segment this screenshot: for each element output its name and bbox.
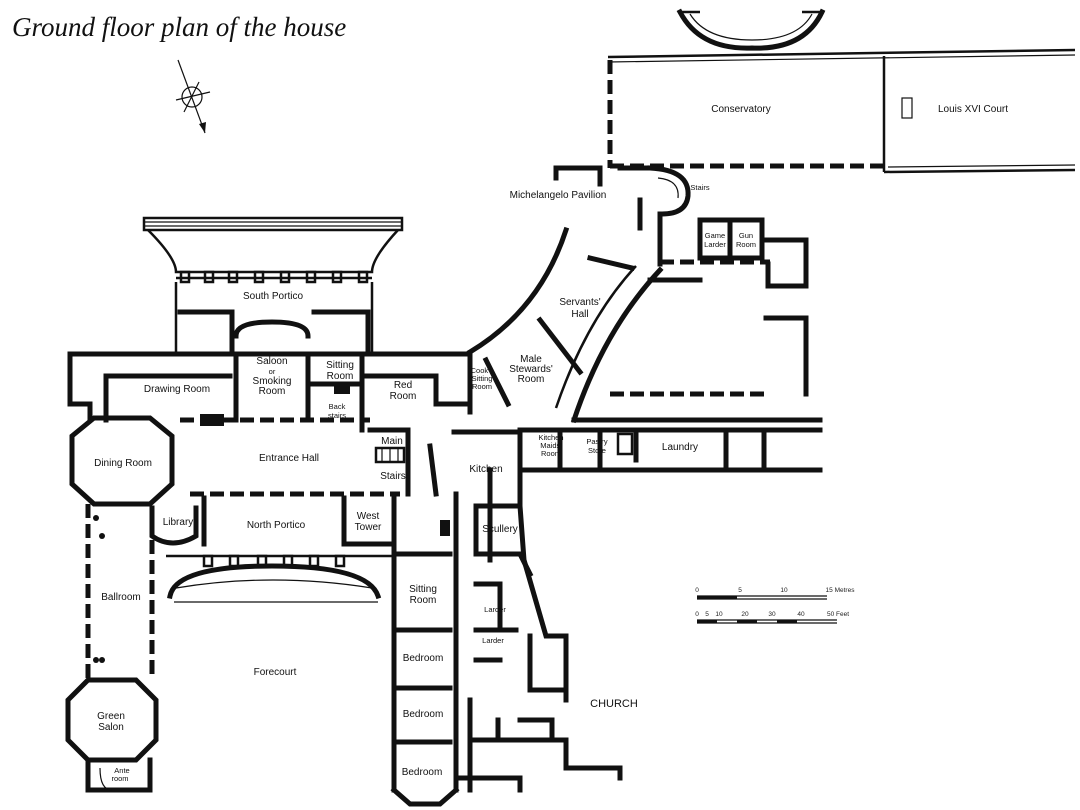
scale-feet-20: 20 (741, 611, 749, 618)
label-main-stairs-2: Stairs (380, 471, 406, 482)
label-cooks-sitting-3: Room (472, 382, 492, 391)
label-male-stewards-3: Room (518, 374, 545, 385)
room-labels: Conservatory Louis XVI Court Stairs Mich… (94, 104, 1008, 783)
label-servants-hall-2: Hall (571, 309, 588, 320)
label-sitting-room-b-1: Sitting (409, 584, 437, 595)
label-sitting-room-a-2: Room (327, 371, 354, 382)
service-church-walls (453, 503, 623, 793)
label-servants-hall-1: Servants' (559, 297, 600, 308)
label-green-salon-1: Green (97, 711, 125, 722)
scale-feet-30: 30 (768, 611, 776, 618)
label-male-stewards-2: Stewards' (509, 364, 553, 375)
conservatory-apse (676, 8, 826, 51)
label-conservatory: Conservatory (711, 104, 770, 115)
michelangelo-pavilion-walls (553, 165, 691, 267)
label-saloon-1: Saloon (256, 356, 287, 367)
label-larder-1: Larder (484, 605, 506, 614)
label-dining-room: Dining Room (94, 458, 152, 469)
label-michelangelo-pavilion: Michelangelo Pavilion (510, 190, 607, 201)
label-back-stairs-2: stairs (328, 411, 346, 420)
label-forecourt: Forecourt (254, 667, 297, 678)
label-church: CHURCH (590, 698, 638, 710)
label-game-larder-1: Game (705, 231, 725, 240)
scale-metres-15: 15 Metres (826, 587, 856, 594)
scale-feet-50: 50 Feet (827, 611, 849, 618)
label-larder-2: Larder (482, 636, 504, 645)
compass-icon (175, 59, 211, 134)
label-west-tower-1: West (357, 511, 380, 522)
label-back-stairs-1: Back (329, 402, 346, 411)
label-west-tower-2: Tower (355, 522, 382, 533)
label-entrance-hall: Entrance Hall (259, 453, 319, 464)
label-ante-room-1: Ante (114, 766, 129, 775)
label-gun-room-2: Room (736, 240, 756, 249)
label-pastry-store-2: Store (588, 446, 606, 455)
label-red-room-1: Red (394, 380, 412, 391)
label-red-room-2: Room (390, 391, 417, 402)
curved-wing-walls (466, 226, 823, 424)
label-bedroom-3: Bedroom (402, 767, 443, 778)
label-saloon-2: or (269, 367, 276, 376)
scale-feet-0: 0 (695, 611, 699, 618)
label-bedroom-1: Bedroom (403, 653, 444, 664)
label-sitting-room-b-2: Room (410, 595, 437, 606)
label-laundry: Laundry (662, 442, 698, 453)
label-louis-xvi-court: Louis XVI Court (938, 104, 1008, 115)
label-pastry-store-1: Pastry (586, 437, 608, 446)
scale-feet-10: 10 (715, 611, 723, 618)
label-main-stairs-1: Main (381, 436, 403, 447)
label-drawing-room: Drawing Room (144, 384, 210, 395)
label-kitchen-maids-2: Maids' (540, 441, 562, 450)
scale-feet-40: 40 (797, 611, 805, 618)
label-saloon-4: Room (259, 386, 286, 397)
label-north-portico: North Portico (247, 520, 306, 531)
label-cooks-sitting-2: Sitting (472, 374, 493, 383)
main-house-walls (67, 351, 523, 509)
label-bedroom-2: Bedroom (403, 709, 444, 720)
ballroom-wing-walls (65, 504, 159, 793)
scale-metres-5: 5 (738, 587, 742, 594)
label-cooks-sitting-1: Cook's (471, 366, 494, 375)
label-scullery: Scullery (482, 524, 518, 535)
game-gun-rooms-walls (660, 217, 809, 289)
kitchen-wing-walls (473, 427, 823, 563)
scale-bar: 0 5 10 15 Metres 0 5 10 20 30 40 50 Feet (695, 587, 856, 624)
label-south-portico: South Portico (243, 291, 303, 302)
label-kitchen-maids-1: Kitchen (538, 433, 563, 442)
label-ballroom: Ballroom (101, 592, 140, 603)
label-male-stewards-1: Male (520, 354, 542, 365)
label-sitting-room-a-1: Sitting (326, 360, 354, 371)
scale-feet-5: 5 (705, 611, 709, 618)
scale-metres-0: 0 (695, 587, 699, 594)
label-library: Library (163, 517, 194, 528)
label-kitchen: Kitchen (469, 464, 502, 475)
label-gun-room-1: Gun (739, 231, 753, 240)
north-portico-area-walls (149, 495, 397, 603)
label-game-larder-2: Larder (704, 240, 726, 249)
label-saloon-3: Smoking (253, 376, 292, 387)
west-wing-walls (390, 491, 460, 807)
label-ante-room-2: room (111, 774, 128, 783)
label-green-salon-2: Salon (98, 722, 124, 733)
plan-title: Ground floor plan of the house (12, 12, 346, 42)
south-portico (142, 216, 404, 357)
label-stairs-ne: Stairs (690, 183, 709, 192)
label-kitchen-maids-3: Room (541, 449, 561, 458)
scale-metres-10: 10 (780, 587, 788, 594)
